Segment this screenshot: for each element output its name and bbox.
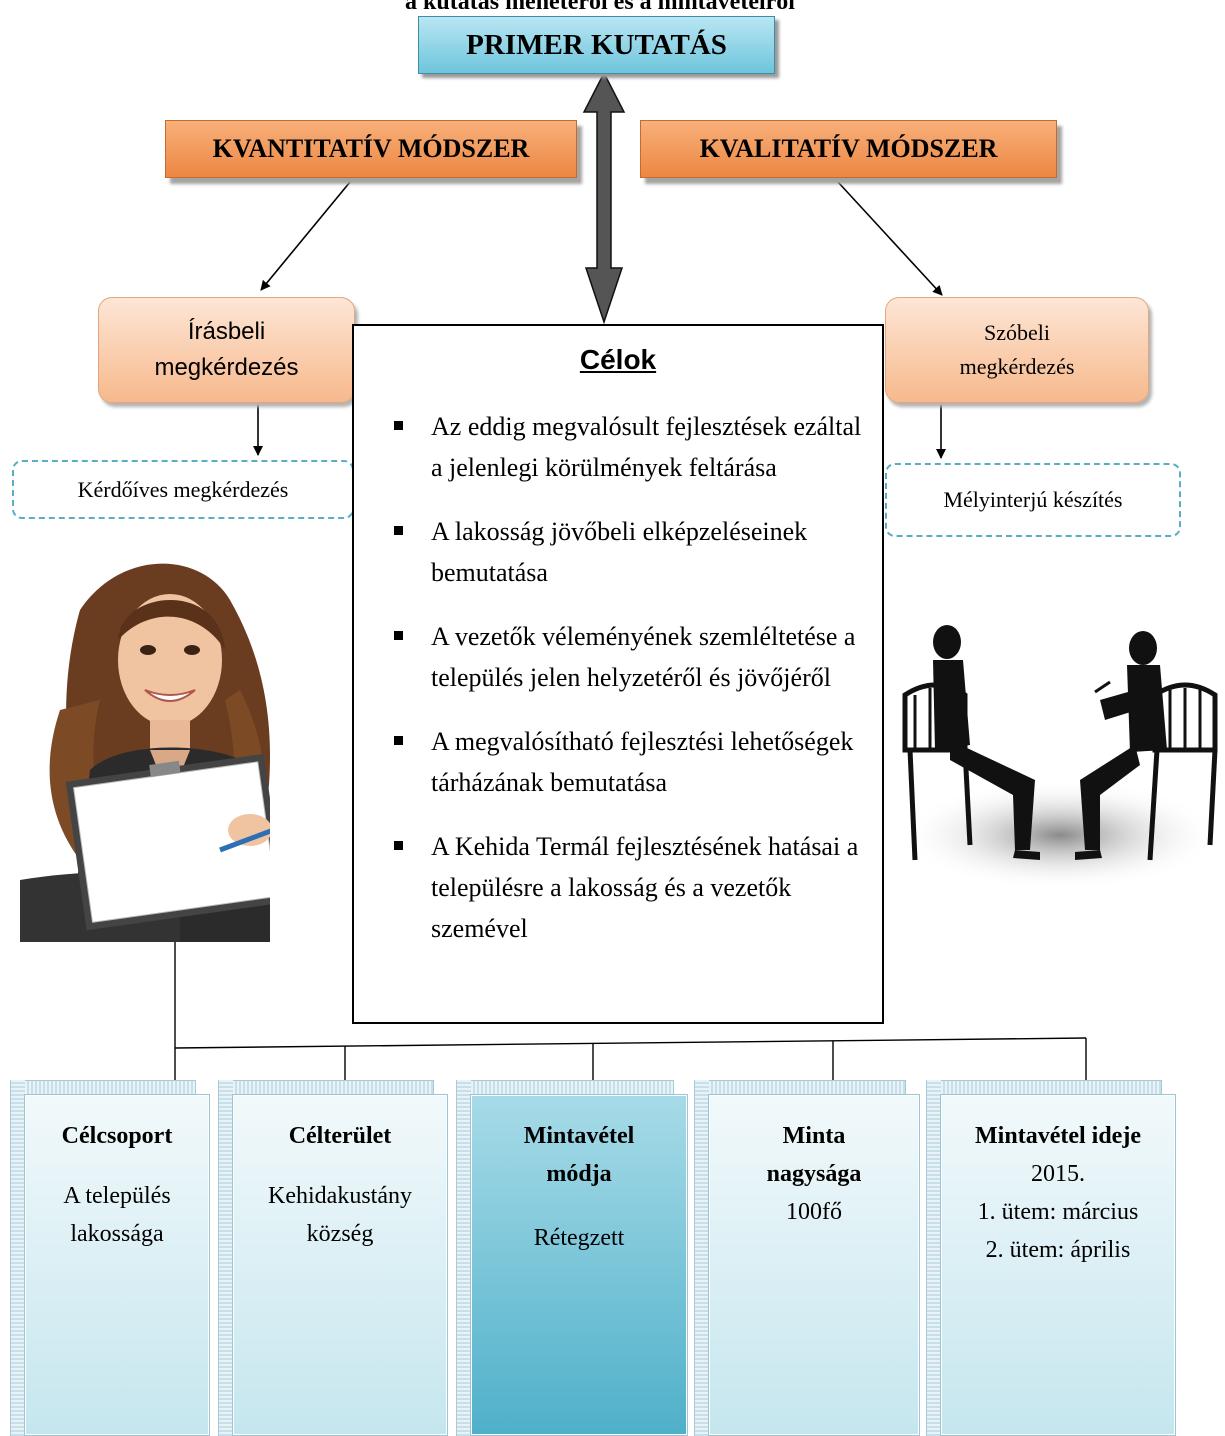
card-line: A település bbox=[63, 1183, 171, 1209]
card-celcsoport: Célcsoport A település lakossága bbox=[10, 1080, 210, 1436]
header-title-partial: a kutatás menetéről és a mintavételről bbox=[405, 0, 795, 15]
celok-goals-box: Célok Az eddig megvalósult fejlesztések … bbox=[352, 324, 884, 1024]
bullet-square-icon bbox=[394, 736, 403, 745]
card-title: Minta nagysága bbox=[766, 1123, 862, 1187]
card-title: Célterület bbox=[288, 1123, 392, 1149]
bullet-square-icon bbox=[394, 841, 403, 850]
card-line: 100fő bbox=[786, 1199, 842, 1225]
irasbeli-megkerdezes-box: Írásbeli megkérdezés bbox=[98, 297, 355, 403]
szobeli-line-2: megkérdezés bbox=[959, 354, 1075, 379]
card-mintavetel-ideje: Mintavétel ideje 2015. 1. ütem: március … bbox=[926, 1080, 1176, 1436]
bullet-square-icon bbox=[394, 526, 403, 535]
card-title: Mintavétel módja bbox=[523, 1123, 635, 1187]
card-celterulet: Célterület Kehidakustány község bbox=[218, 1080, 448, 1436]
card-line: 2015. bbox=[1031, 1161, 1085, 1187]
goal-item: A vezetők véleményének szemléltetése a t… bbox=[394, 616, 870, 698]
goal-item: A megvalósítható fejlesztési lehetőségek… bbox=[394, 721, 870, 803]
arrow-kvantitativ-to-irasbeli bbox=[260, 181, 351, 291]
kvantitativ-method-box: KVANTITATÍV MÓDSZER bbox=[165, 120, 577, 178]
primer-kutatas-box: PRIMER KUTATÁS bbox=[418, 16, 775, 74]
card-title: Mintavétel ideje bbox=[975, 1123, 1141, 1149]
szobeli-line-1: Szóbeli bbox=[984, 320, 1050, 345]
card-line: lakossága bbox=[70, 1221, 164, 1247]
goal-item: Az eddig megvalósult fejlesztések ezálta… bbox=[394, 406, 870, 488]
irasbeli-line-1: Írásbeli bbox=[187, 318, 266, 345]
melyinterju-keszites-box: Mélyinterjú készítés bbox=[885, 463, 1181, 537]
interview-silhouette-image bbox=[895, 620, 1225, 890]
goals-list: Az eddig megvalósult fejlesztések ezálta… bbox=[394, 406, 870, 972]
card-line: 1. ütem: március bbox=[977, 1199, 1139, 1225]
bullet-square-icon bbox=[394, 631, 403, 640]
irasbeli-line-2: megkérdezés bbox=[154, 354, 299, 381]
bullet-square-icon bbox=[394, 421, 403, 430]
szobeli-megkerdezes-box: Szóbeli megkérdezés bbox=[885, 297, 1149, 403]
card-line: község bbox=[306, 1221, 374, 1247]
kvalitativ-method-box: KVALITATÍV MÓDSZER bbox=[640, 120, 1057, 178]
kerdoives-megkerdezes-box: Kérdőíves megkérdezés bbox=[12, 460, 354, 519]
celok-title: Célok bbox=[579, 344, 657, 375]
card-title: Célcsoport bbox=[61, 1123, 173, 1149]
card-line: 2. ütem: április bbox=[985, 1237, 1131, 1263]
woman-with-clipboard-image bbox=[20, 550, 350, 942]
double-arrow-primer-celok bbox=[582, 71, 626, 325]
goal-item: A Kehida Termál fejlesztésének hatásai a… bbox=[394, 826, 870, 949]
goal-item: A lakosság jövőbeli elképzeléseinek bemu… bbox=[394, 511, 870, 593]
tree-horizontal-line bbox=[174, 1037, 1087, 1049]
arrow-kvalitativ-to-szobeli bbox=[837, 181, 943, 296]
card-minta-nagysaga: Minta nagysága 100fő bbox=[694, 1080, 920, 1436]
card-mintavetel-modja: Mintavétel módja Rétegzett bbox=[456, 1080, 688, 1436]
card-line: Rétegzett bbox=[533, 1225, 625, 1251]
card-line: Kehidakustány bbox=[268, 1183, 412, 1209]
